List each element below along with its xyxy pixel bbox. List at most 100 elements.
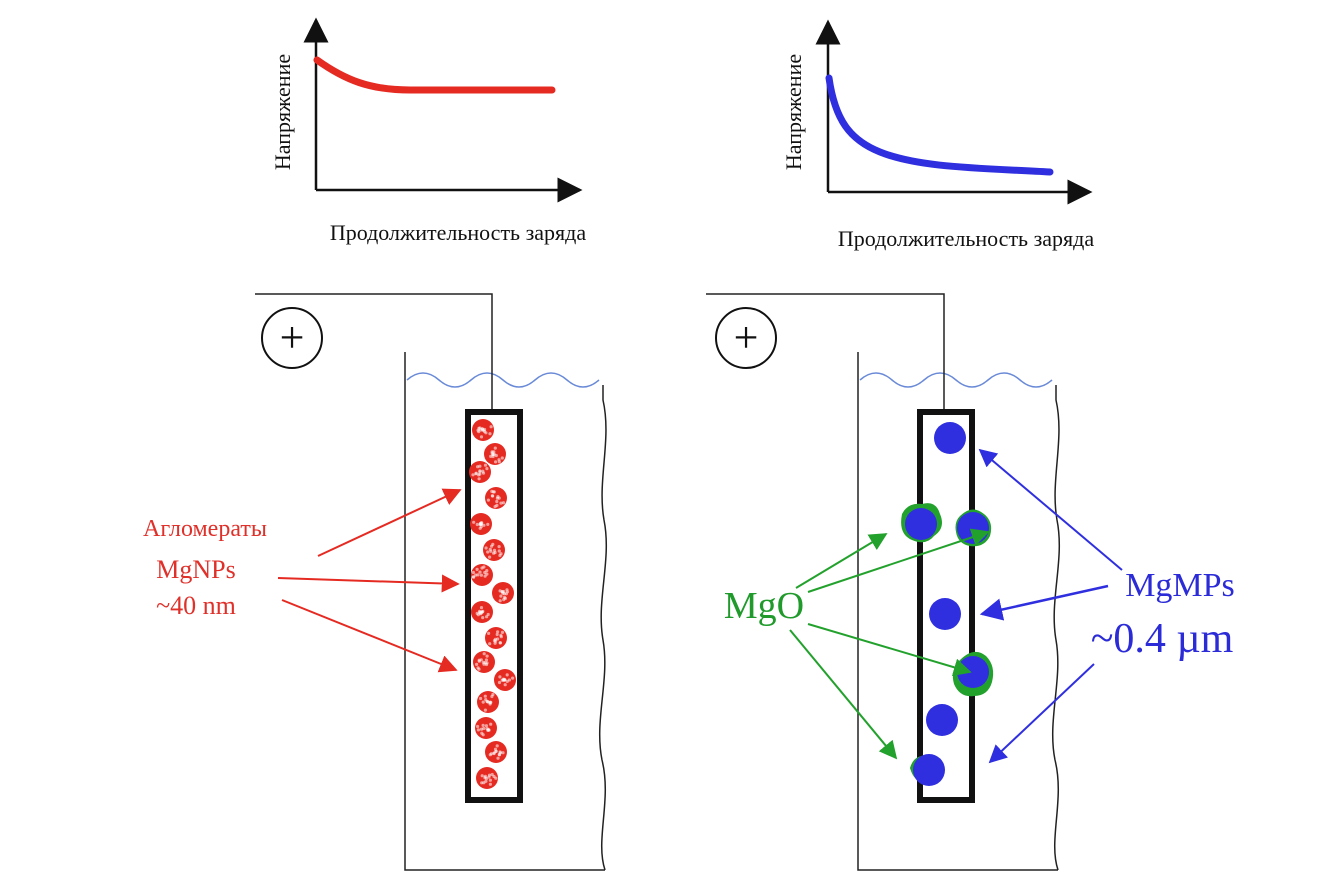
nanoparticle-highlight (505, 673, 509, 677)
left-wire (255, 293, 493, 412)
nanoparticle-highlight (488, 753, 492, 757)
left-voltage-chart: Напряжение Продолжительность заряда (270, 17, 587, 245)
nanoparticle-highlight (478, 464, 482, 468)
nanoparticle-highlight (479, 606, 484, 610)
mgmp-particle (926, 704, 958, 736)
nanoparticle-highlight (497, 458, 501, 462)
nanoparticle-highlight (501, 501, 506, 505)
nanoparticle-highlight (483, 463, 488, 467)
nanoparticle-highlight (502, 677, 506, 682)
nanoparticle-highlight (490, 489, 494, 493)
nanoparticle-highlight (498, 589, 502, 593)
nanoparticle-highlight (505, 588, 509, 592)
right-chart-ylabel: Напряжение (781, 54, 806, 170)
nanoparticle-highlight (499, 501, 503, 505)
nanoparticle-highlight (505, 679, 509, 684)
left-container-torn-edge (599, 385, 607, 871)
nanoparticle-highlight (480, 731, 484, 735)
nanoparticle-highlight (482, 662, 486, 666)
nanoparticle-highlight (484, 431, 488, 435)
nanoparticle-highlight (497, 680, 502, 685)
nanoparticle-highlight (494, 749, 498, 753)
nanoparticle-highlight (476, 724, 480, 729)
nanoparticle-highlight (475, 662, 479, 667)
left-arrow-middle (277, 574, 460, 593)
nanoparticle-highlight (484, 546, 488, 550)
nanoparticle-highlight (476, 573, 480, 577)
agglomerate-cluster (471, 601, 493, 623)
nanoparticle-highlight (481, 469, 485, 473)
agglomerate-cluster (473, 651, 495, 673)
nanoparticle-highlight (477, 473, 481, 477)
nanoparticle-highlight (477, 477, 481, 481)
nanoparticle-highlight (472, 520, 476, 524)
mgo-label: MgO (724, 585, 804, 627)
nanoparticle-highlight (481, 723, 485, 728)
nanoparticle-highlight (484, 724, 488, 728)
nanoparticle-highlight (489, 425, 493, 429)
nanoparticle-highlight (490, 494, 494, 498)
nanoparticle-highlight (479, 435, 484, 439)
nanoparticle-highlight (488, 547, 492, 551)
nanoparticle-highlight (483, 774, 487, 779)
left-arrow-upper (317, 488, 462, 557)
nanoparticle-highlight (492, 639, 497, 643)
left-chart-xlabel: Продолжительность заряда (330, 220, 587, 245)
right-plus-terminal (715, 307, 777, 369)
nanoparticle-highlight (488, 555, 492, 559)
mgo-arrow-1 (795, 533, 888, 589)
nanoparticle-highlight (471, 473, 475, 477)
nanoparticle-highlight (487, 773, 492, 777)
agglomerate-cluster (484, 443, 506, 465)
nanoparticle-highlight (488, 778, 492, 782)
agglomerate-cluster (469, 461, 491, 483)
agglomerate-cluster (492, 582, 514, 604)
nanoparticle-highlight (487, 728, 491, 732)
nanoparticle-highlight (503, 683, 507, 687)
nanoparticle-highlight (474, 573, 478, 577)
nanoparticle-highlight (502, 598, 506, 602)
nanoparticle-highlight (482, 781, 486, 785)
nanoparticle-highlight (497, 549, 501, 553)
nanoparticle-highlight (497, 545, 501, 549)
mgo-arrow-2 (807, 528, 990, 593)
nanoparticle-highlight (488, 432, 492, 436)
nanoparticle-highlight (476, 728, 480, 732)
agglomerate-cluster (476, 767, 498, 789)
nanoparticle-highlight (486, 498, 490, 502)
nanoparticle-highlight (483, 708, 487, 712)
nanoparticle-highlight (498, 675, 502, 679)
mg-nanoparticle-agglomerates (469, 419, 516, 789)
agglomerate-cluster (471, 564, 493, 586)
nanoparticle-highlight (510, 676, 515, 680)
nanoparticle-highlight (490, 694, 494, 699)
nanoparticle-highlight (496, 756, 500, 760)
nanoparticle-highlight (480, 774, 484, 778)
nanoparticle-highlight (479, 612, 483, 616)
nanoparticle-highlight (478, 570, 482, 574)
mgmp-particle (929, 598, 961, 630)
mgmp-particle (905, 508, 937, 540)
nanoparticle-highlight (494, 460, 498, 464)
left-plus-terminal (261, 307, 323, 369)
mgmp-size-label: ~0.4 µm (1091, 616, 1234, 662)
nanoparticle-highlight (480, 566, 484, 570)
agglomerate-cluster (483, 539, 505, 561)
nanoparticle-highlight (485, 699, 489, 703)
mgo-arrow-4 (789, 629, 898, 760)
nanoparticle-highlight (490, 450, 494, 454)
nanoparticle-highlight (498, 599, 502, 603)
nanoparticle-highlight (495, 744, 499, 748)
agglomerate-cluster (485, 487, 507, 509)
right-container-wall (857, 352, 1058, 871)
left-water-surface (406, 372, 600, 388)
nanoparticle-highlight (485, 467, 489, 471)
mgmp-arrow-2 (979, 584, 1109, 621)
nanoparticle-highlight (478, 523, 482, 527)
nanoparticle-highlight (492, 452, 496, 456)
nanoparticle-highlight (479, 658, 483, 662)
nanoparticle-highlight (495, 503, 499, 507)
left-arrow-lower (281, 599, 458, 673)
nanoparticle-highlight (471, 570, 475, 575)
nanoparticle-highlight (485, 661, 489, 665)
